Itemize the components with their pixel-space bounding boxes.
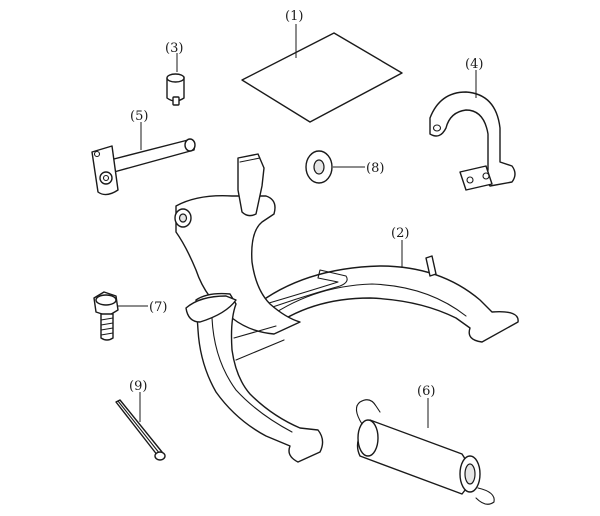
part-8-washer: (8) <box>305 150 384 184</box>
part-3-stopper: (3) <box>165 41 185 106</box>
part-5-pivot-shaft: (5) <box>91 109 196 196</box>
callout-7: (7) <box>149 300 167 315</box>
part-9-cotter-pin: (9) <box>115 379 166 461</box>
callout-3: (3) <box>165 41 183 56</box>
callout-9: (9) <box>129 379 147 394</box>
part-4-bracket: (4) <box>429 57 516 191</box>
callout-6: (6) <box>417 384 435 399</box>
callout-1: (1) <box>285 9 303 24</box>
callout-5: (5) <box>130 109 148 124</box>
part-1-instruction-sheet: (1) <box>241 9 403 123</box>
callout-8: (8) <box>366 161 384 176</box>
callout-4: (4) <box>465 57 483 72</box>
part-6-return-spring: (6) <box>355 384 495 505</box>
part-7-bolt: (7) <box>93 291 167 341</box>
part-2-main-stand: (2) <box>174 153 519 463</box>
callout-2: (2) <box>391 226 409 241</box>
